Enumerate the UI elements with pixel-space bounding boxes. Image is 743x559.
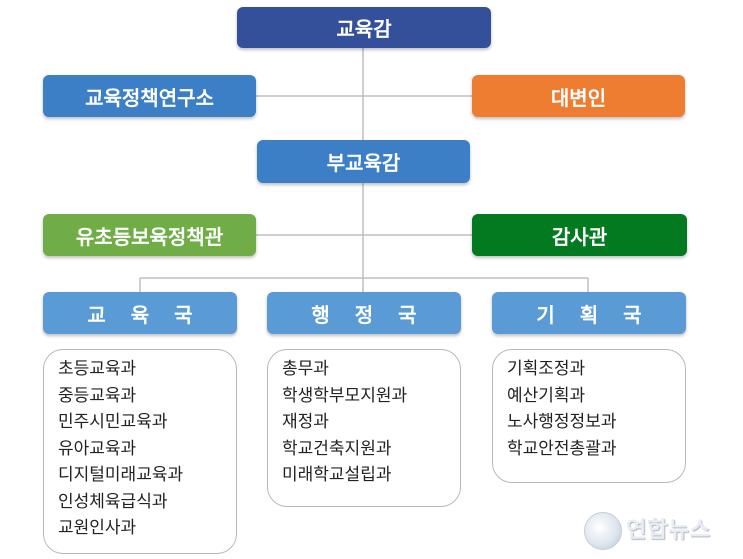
education-bureau-label: 교 육 국 bbox=[87, 302, 202, 327]
division-item: 초등교육과 bbox=[58, 359, 137, 379]
division-item: 학교건축지원과 bbox=[282, 438, 392, 459]
education-bureau-box: 교 육 국 bbox=[43, 292, 237, 334]
division-item: 미래학교설립과 bbox=[282, 465, 392, 485]
division-item: 디지털미래교육과 bbox=[58, 465, 184, 485]
early-childhood-officer-box: 유초등보육정책관 bbox=[43, 214, 256, 256]
early-childhood-officer-label: 유초등보육정책관 bbox=[75, 224, 224, 249]
planning-bureau-box: 기 획 국 bbox=[492, 292, 686, 334]
planning-bureau-label: 기 획 국 bbox=[536, 302, 651, 327]
division-item: 학생학부모지원과 bbox=[282, 385, 408, 406]
auditor-label: 감사관 bbox=[551, 224, 608, 249]
globe-icon bbox=[584, 512, 622, 550]
division-item: 교원인사과 bbox=[58, 518, 137, 538]
planning-bureau-divisions: 기획조정과 예산기획과 노사행정정보과 학교안전총괄과 bbox=[492, 349, 686, 483]
division-item: 유아교육과 bbox=[58, 438, 137, 459]
division-item: 중등교육과 bbox=[58, 385, 137, 406]
research-institute-box: 교육정책연구소 bbox=[43, 75, 256, 117]
division-item: 총무과 bbox=[282, 359, 329, 379]
division-item: 학교안전총괄과 bbox=[507, 438, 617, 459]
division-item: 민주시민교육과 bbox=[58, 412, 168, 432]
superintendent-box: 교육감 bbox=[237, 7, 491, 48]
yonhap-watermark: 연합뉴스 bbox=[580, 510, 740, 556]
deputy-superintendent-label: 부교육감 bbox=[326, 151, 401, 175]
administration-bureau-box: 행 정 국 bbox=[267, 292, 461, 334]
superintendent-label: 교육감 bbox=[336, 17, 392, 41]
administration-bureau-label: 행 정 국 bbox=[311, 302, 426, 327]
deputy-superintendent-box: 부교육감 bbox=[257, 140, 470, 183]
education-bureau-divisions: 초등교육과 중등교육과 민주시민교육과 유아교육과 디지털미래교육과 인성체육급… bbox=[43, 349, 237, 554]
division-item: 재정과 bbox=[282, 412, 329, 432]
division-item: 예산기획과 bbox=[507, 385, 586, 406]
auditor-box: 감사관 bbox=[472, 214, 687, 256]
spokesperson-box: 대변인 bbox=[472, 75, 685, 117]
spokesperson-label: 대변인 bbox=[550, 85, 607, 110]
administration-bureau-divisions: 총무과 학생학부모지원과 재정과 학교건축지원과 미래학교설립과 bbox=[267, 349, 461, 507]
watermark-text: 연합뉴스 bbox=[626, 518, 711, 543]
research-institute-label: 교육정책연구소 bbox=[85, 85, 214, 110]
division-item: 기획조정과 bbox=[507, 359, 586, 379]
division-item: 노사행정정보과 bbox=[507, 412, 617, 432]
division-item: 인성체육급식과 bbox=[58, 491, 168, 512]
